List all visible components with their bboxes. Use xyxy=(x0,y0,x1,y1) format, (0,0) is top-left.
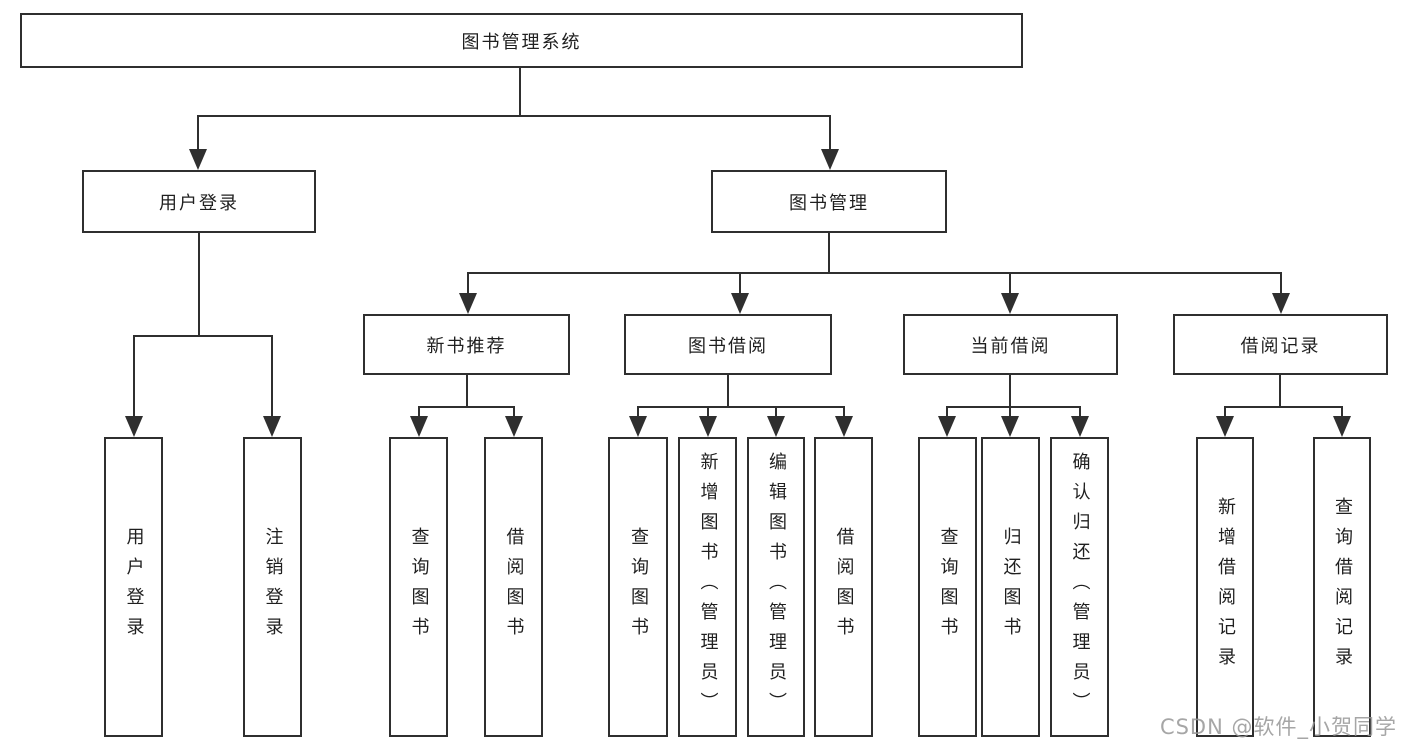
connector-line xyxy=(828,233,830,274)
leaf-label: 用户登录 xyxy=(123,527,145,647)
connector-line xyxy=(271,335,273,419)
connector-line xyxy=(727,375,729,408)
leaf-search-books-current: 查询图书 xyxy=(918,437,977,737)
connector-line xyxy=(513,406,515,418)
arrow-down-icon xyxy=(410,416,428,437)
leaf-logout: 注销登录 xyxy=(243,437,302,737)
leaf-search-books-recommend: 查询图书 xyxy=(389,437,448,737)
connector-line xyxy=(133,335,273,337)
arrow-down-icon xyxy=(1001,416,1019,437)
leaf-user-login: 用户登录 xyxy=(104,437,163,737)
connector-line xyxy=(197,115,199,153)
leaf-search-books-borrowing: 查询图书 xyxy=(608,437,668,737)
connector-line xyxy=(739,272,741,296)
arrow-down-icon xyxy=(821,149,839,170)
connector-line xyxy=(467,272,1282,274)
connector-line xyxy=(1280,272,1282,296)
connector-line xyxy=(198,233,200,337)
connector-line xyxy=(843,406,845,418)
connector-line xyxy=(418,406,420,418)
connector-line xyxy=(1079,406,1081,418)
connector-line xyxy=(637,406,639,418)
arrow-down-icon xyxy=(699,416,717,437)
connector-line xyxy=(519,68,521,117)
node-book-borrowing: 图书借阅 xyxy=(624,314,832,375)
arrow-down-icon xyxy=(767,416,785,437)
watermark-text: CSDN @软件_小贺同学 xyxy=(1159,715,1397,739)
node-borrowing-records: 借阅记录 xyxy=(1173,314,1388,375)
arrow-down-icon xyxy=(835,416,853,437)
leaf-label: 借阅图书 xyxy=(833,527,855,647)
connector-line xyxy=(707,406,709,418)
connector-line xyxy=(418,406,515,408)
node-user-login: 用户登录 xyxy=(82,170,316,233)
leaf-label: 新增借阅记录 xyxy=(1215,497,1236,677)
connector-line xyxy=(946,406,1081,408)
connector-line xyxy=(1224,406,1343,408)
connector-line xyxy=(1341,406,1343,418)
arrow-down-icon xyxy=(629,416,647,437)
leaf-return-book: 归还图书 xyxy=(981,437,1040,737)
node-new-book-recommendation: 新书推荐 xyxy=(363,314,570,375)
connector-line xyxy=(1009,406,1011,418)
arrow-down-icon xyxy=(1071,416,1089,437)
connector-line xyxy=(637,406,845,408)
connector-line xyxy=(775,406,777,418)
leaf-label: 查询图书 xyxy=(937,527,959,647)
connector-line xyxy=(829,115,831,153)
leaf-label: 编辑图书（管理员） xyxy=(766,452,787,722)
leaf-add-book-admin: 新增图书（管理员） xyxy=(678,437,737,737)
leaf-label: 查询借阅记录 xyxy=(1332,497,1353,677)
node-library-management-system: 图书管理系统 xyxy=(20,13,1023,68)
leaf-add-borrow-record: 新增借阅记录 xyxy=(1196,437,1254,737)
arrow-down-icon xyxy=(189,149,207,170)
connector-line xyxy=(1009,375,1011,408)
connector-line xyxy=(946,406,948,418)
leaf-edit-book-admin: 编辑图书（管理员） xyxy=(747,437,805,737)
leaf-label: 新增图书（管理员） xyxy=(697,452,719,722)
connector-line xyxy=(1279,375,1281,408)
arrow-down-icon xyxy=(1272,293,1290,314)
arrow-down-icon xyxy=(1216,416,1234,437)
leaf-label: 注销登录 xyxy=(262,527,284,647)
connector-line xyxy=(466,375,468,408)
node-book-management: 图书管理 xyxy=(711,170,947,233)
leaf-label: 查询图书 xyxy=(628,527,649,647)
leaf-label: 确认归还（管理员） xyxy=(1069,452,1091,722)
arrow-down-icon xyxy=(1333,416,1351,437)
arrow-down-icon xyxy=(505,416,523,437)
node-current-borrowing: 当前借阅 xyxy=(903,314,1118,375)
arrow-down-icon xyxy=(731,293,749,314)
leaf-label: 借阅图书 xyxy=(503,527,525,647)
arrow-down-icon xyxy=(459,293,477,314)
leaf-label: 查询图书 xyxy=(408,527,430,647)
connector-line xyxy=(1009,272,1011,296)
arrow-down-icon xyxy=(125,416,143,437)
leaf-borrow-books-borrowing: 借阅图书 xyxy=(814,437,873,737)
arrow-down-icon xyxy=(1001,293,1019,314)
leaf-borrow-books-recommend: 借阅图书 xyxy=(484,437,543,737)
arrow-down-icon xyxy=(263,416,281,437)
leaf-search-borrow-record: 查询借阅记录 xyxy=(1313,437,1371,737)
connector-line xyxy=(133,335,135,419)
connector-line xyxy=(1224,406,1226,418)
connector-line xyxy=(467,272,469,296)
leaf-confirm-return-admin: 确认归还（管理员） xyxy=(1050,437,1109,737)
leaf-label: 归还图书 xyxy=(1000,527,1022,647)
arrow-down-icon xyxy=(938,416,956,437)
connector-line xyxy=(197,115,831,117)
